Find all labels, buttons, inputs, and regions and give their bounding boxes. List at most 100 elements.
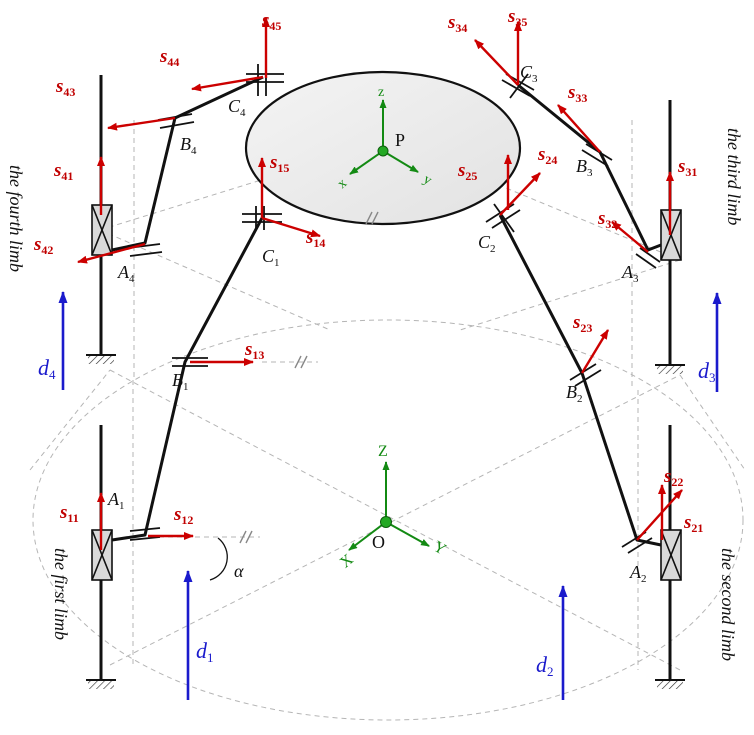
- actuation-label-d4: d4: [38, 355, 56, 382]
- base-rim-right: [679, 374, 746, 471]
- prismatic-sliders: [91, 204, 682, 581]
- screw-label-s31: s31: [677, 156, 697, 179]
- s34-arrow: [474, 39, 519, 86]
- s32-arrow: [611, 221, 649, 253]
- links-second-limb: [498, 214, 662, 547]
- base-origin-point: [380, 516, 392, 528]
- actuation-label-d3: d3: [698, 358, 716, 385]
- moving-x-axis: [349, 150, 384, 175]
- base-y-axis: [385, 521, 430, 547]
- screw-label-s44: s44: [159, 46, 179, 69]
- screw-arrows: [77, 17, 683, 550]
- base-diagonal-2: [109, 374, 681, 666]
- base-x-label: X: [337, 551, 357, 572]
- screw-label-s12: s12: [173, 504, 193, 527]
- s23-arrow: [580, 329, 610, 374]
- joint-label-C3: C3: [520, 62, 538, 85]
- screw-label-s45: s45: [261, 10, 281, 33]
- ground-second: [657, 680, 683, 689]
- ground-first: [88, 680, 114, 689]
- joint-label-A1: A1: [107, 489, 125, 512]
- limb-label-third: the third limb: [724, 128, 744, 225]
- screw-label-s41: s41: [53, 160, 73, 183]
- top-guide-3: [99, 229, 331, 331]
- alpha-arc: [209, 537, 228, 581]
- actuation-label-d2: d2: [536, 652, 554, 679]
- joint-label-C1: C1: [262, 246, 280, 269]
- screw-label-s15: s15: [269, 152, 289, 175]
- screw-label-s23: s23: [572, 312, 592, 335]
- s33-arrow: [557, 104, 601, 153]
- s44-arrow: [191, 75, 264, 92]
- screw-label-s21: s21: [683, 512, 703, 535]
- actuation-labels: d1 d2 d3 d4: [38, 355, 716, 679]
- links-third-limb: [517, 83, 662, 252]
- joint-label-A2: A2: [629, 562, 647, 585]
- s22-arrow: [636, 489, 683, 541]
- ground-third: [657, 365, 683, 374]
- moving-frame: [349, 99, 419, 175]
- screw-label-s35: s35: [507, 6, 527, 29]
- base-rim-left: [29, 369, 111, 471]
- joint-label-A4: A4: [117, 262, 135, 285]
- base-z-label: Z: [378, 443, 388, 460]
- screw-label-s14: s14: [305, 227, 325, 250]
- links-first-limb: [111, 217, 264, 542]
- parallel-marks: [239, 211, 379, 544]
- base-y-label: Y: [430, 538, 449, 559]
- joint-label-C2: C2: [478, 232, 496, 255]
- screw-label-s24: s24: [537, 144, 557, 167]
- parallel-mark-1: [239, 530, 253, 544]
- moving-origin-point: [377, 145, 389, 157]
- actuation-label-d1: d1: [196, 638, 214, 665]
- screw-label-s43: s43: [55, 76, 75, 99]
- slider-fourth-limb: [91, 204, 113, 256]
- slider-first-limb: [91, 529, 113, 581]
- base-x-axis: [348, 521, 387, 551]
- s14-arrow: [261, 216, 321, 238]
- top-guide-4: [459, 259, 681, 331]
- screw-label-s32: s32: [597, 208, 617, 231]
- screw-label-s33: s33: [567, 82, 587, 105]
- links-fourth-limb: [111, 75, 264, 252]
- joint-label-C4: C4: [228, 96, 246, 119]
- screw-label-s42: s42: [33, 234, 53, 257]
- screw-label-s22: s22: [663, 466, 683, 489]
- s42-arrow: [77, 242, 146, 264]
- moving-y-axis: [382, 150, 419, 173]
- screw-label-s13: s13: [244, 339, 264, 362]
- s43-arrow: [107, 116, 176, 131]
- joint-marker-A1: [129, 527, 161, 541]
- moving-z-label: z: [378, 85, 384, 100]
- joint-label-B2: B2: [566, 382, 583, 405]
- joint-marker-A3: [635, 247, 661, 269]
- parallel-mark-3: [365, 211, 379, 225]
- alpha-label: α: [234, 561, 244, 581]
- joint-label-A3: A3: [621, 262, 639, 285]
- joint-label-B4: B4: [180, 134, 197, 157]
- joint-marker-B1: [172, 357, 208, 367]
- ground-supports: [86, 354, 685, 689]
- base-origin-label: O: [372, 532, 385, 552]
- screw-label-s34: s34: [447, 12, 467, 35]
- base-circle: [32, 319, 744, 721]
- limb-links: [111, 75, 662, 547]
- screw-labels: s11 s12 s13 s14 s15 s21 s22 s23 s24 s25 s31 s32 s33 s…: [33, 6, 703, 535]
- screw-label-s25: s25: [457, 160, 477, 183]
- parallel-mark-2: [294, 355, 308, 369]
- joint-marker-C2: [485, 203, 521, 233]
- base-frame: [348, 461, 430, 551]
- s24-arrow: [499, 172, 541, 216]
- limb-label-fourth: the fourth limb: [6, 165, 26, 272]
- joint-label-B1: B1: [172, 370, 189, 393]
- moving-origin-label: P: [395, 130, 405, 150]
- limb-label-second: the second limb: [718, 548, 738, 661]
- ground-fourth: [88, 355, 114, 364]
- screw-label-s11: s11: [59, 502, 79, 525]
- joint-label-B3: B3: [576, 156, 593, 179]
- actuation-arrows: [58, 291, 722, 700]
- limb-label-first: the first limb: [51, 548, 71, 640]
- slider-second-limb: [660, 529, 682, 581]
